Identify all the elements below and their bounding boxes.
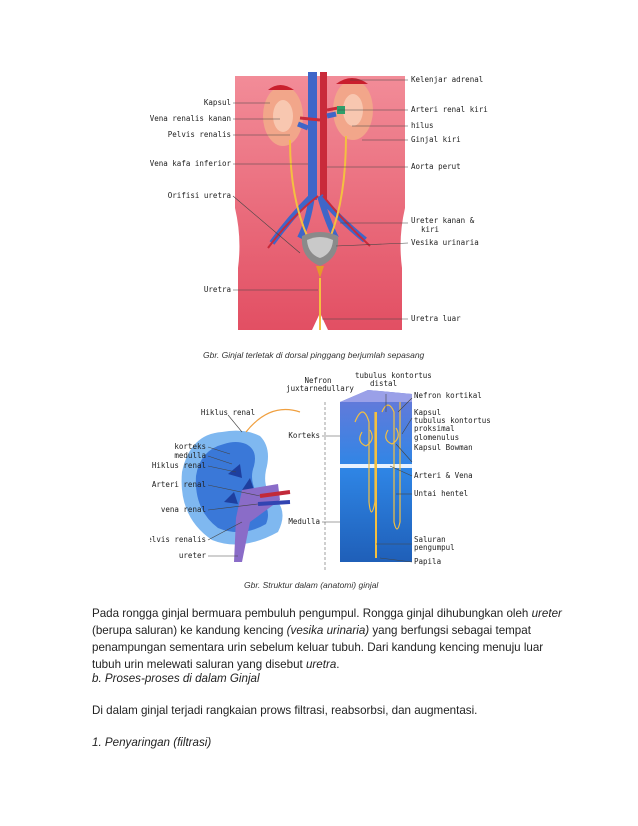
label-papila: Papila bbox=[414, 557, 441, 566]
label-arteri-renal: Arteri renal bbox=[152, 480, 206, 489]
label-vesika-urinaria: Vesika urinaria bbox=[411, 238, 479, 247]
label-untai-hentel: Untai hentel bbox=[414, 489, 468, 498]
label-tubulus-kontortus: tubulus kontortus bbox=[414, 416, 490, 425]
label-arteri-vena: Arteri & Vena bbox=[414, 471, 473, 480]
section-heading-b: b. Proses-proses di dalam Ginjal bbox=[92, 672, 260, 685]
label-tubulus-distal: tubulus kontortus bbox=[355, 372, 432, 380]
label-pelvis-renalis-2: Pelvis renalis bbox=[150, 535, 206, 544]
kidney-structure-figure: Hiklus renal korteks medulla Hiklus rena… bbox=[150, 372, 490, 572]
adrenal-gland bbox=[336, 78, 368, 84]
label-uretra-luar: Uretra luar bbox=[411, 314, 461, 323]
label-korteks-right: Korteks bbox=[288, 431, 320, 440]
term-uretra: uretra bbox=[305, 658, 337, 671]
label-korteks: korteks bbox=[174, 442, 206, 451]
label-ureter-2: ureter bbox=[179, 551, 207, 560]
label-nefron-kortikal: Nefron kortikal bbox=[414, 391, 482, 400]
label-uretra: Uretra bbox=[204, 285, 231, 294]
paragraph-rongga-ginjal: Pada rongga ginjal bermuara pembuluh pen… bbox=[92, 607, 562, 671]
label-vena-renalis-kanan: Vena renalis kanan bbox=[150, 114, 231, 123]
label-medulla-right: Medulla bbox=[288, 517, 320, 526]
label-glomerulus: glomenulus bbox=[414, 433, 459, 442]
label-vena-renal: vena renal bbox=[161, 505, 206, 514]
label-nefron-juxta: Nefron bbox=[304, 376, 331, 385]
label-ureter-kanan-kiri-2: kiri bbox=[421, 225, 439, 234]
urinary-system-figure: Kapsul Vena renalis kanan Pelvis renalis… bbox=[150, 72, 488, 330]
label-vena-kafa-inferior: Vena kafa inferior bbox=[150, 159, 232, 168]
label-kapsul-bowman: Kapsul Bowman bbox=[414, 443, 473, 452]
label-hiklus-renal-top: Hiklus renal bbox=[201, 408, 255, 417]
label-ureter-kanan-kiri: Ureter kanan & bbox=[411, 216, 475, 225]
paragraph-proses: Di dalam ginjal terjadi rangkaian prows … bbox=[92, 704, 478, 717]
label-ginjal-kiri: Ginjal kiri bbox=[411, 135, 461, 144]
ureter bbox=[289, 135, 347, 239]
vena-cava-inferior bbox=[308, 72, 317, 200]
label-aorta-perut: Aorta perut bbox=[411, 162, 461, 171]
label-proksimal: proksimal bbox=[414, 424, 455, 433]
label-hiklus-renal: Hiklus renal bbox=[152, 461, 206, 470]
label-kapsul: Kapsul bbox=[204, 98, 231, 107]
term-vesika-urinaria: (vesika urinaria) bbox=[286, 624, 370, 637]
label-hilus: hilus bbox=[411, 121, 434, 130]
section-heading-1: 1. Penyaringan (filtrasi) bbox=[92, 736, 212, 749]
label-kelenjar-adrenal: Kelenjar adrenal bbox=[411, 75, 483, 84]
label-pelvis-renalis: Pelvis renalis bbox=[168, 130, 231, 139]
term-ureter: ureter bbox=[531, 607, 562, 620]
label-saluran: Saluran bbox=[414, 535, 446, 544]
figure2-caption: Gbr. Struktur dalam (anatomi) ginjal bbox=[244, 580, 379, 590]
label-nefron-juxta-2: juxtarnedullary bbox=[286, 384, 354, 393]
label-medulla: medulla bbox=[174, 451, 206, 460]
label-arteri-renal-kiri: Arteri renal kiri bbox=[411, 105, 488, 114]
label-kapsul: Kapsul bbox=[414, 408, 441, 417]
aorta bbox=[320, 72, 327, 200]
label-tubulus-distal-2: distal bbox=[370, 379, 397, 388]
figure1-caption: Gbr. Ginjal terletak di dorsal pinggang … bbox=[203, 350, 425, 360]
label-pengumpul: pengumpul bbox=[414, 543, 455, 552]
label-orifisi-uretra: Orifisi uretra bbox=[168, 191, 231, 200]
